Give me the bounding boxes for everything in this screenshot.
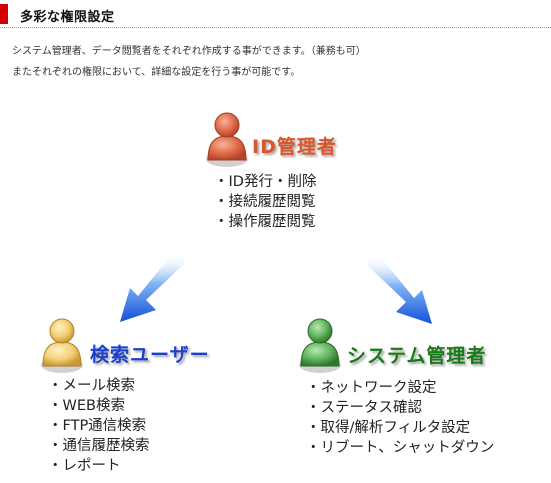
user-icon (41, 318, 83, 373)
list-item: メール検索 (48, 376, 150, 396)
role-title-system-admin: システム管理者 (347, 345, 487, 367)
list-item: WEB検索 (48, 396, 150, 416)
list-item: ネットワーク設定 (306, 378, 494, 398)
section-header: 多彩な権限設定 (0, 0, 551, 28)
list-item: 操作履歴閲覧 (214, 212, 316, 232)
description-line-2: またそれぞれの権限において、詳細な設定を行う事が可能です。 (12, 67, 301, 78)
user-icon (299, 318, 341, 373)
header-accent-bar (0, 4, 8, 24)
list-item: ID発行・削除 (214, 172, 317, 192)
section-title: 多彩な権限設定 (20, 10, 115, 25)
list-item: 通信履歴検索 (48, 436, 150, 456)
role-list-system-admin: ネットワーク設定 ステータス確認 取得/解析フィルタ設定 リブート、シャットダウ… (306, 378, 495, 458)
list-item: リブート、シャットダウン (306, 438, 495, 458)
list-item: FTP通信検索 (48, 416, 150, 436)
description-line-1: システム管理者、データ閲覧者をそれぞれ作成する事ができます。（兼務も可） (12, 46, 366, 57)
user-icon (206, 112, 248, 167)
role-list-search-user: メール検索 WEB検索 FTP通信検索 通信履歴検索 レポート (48, 376, 150, 476)
role-list-id-admin: ID発行・削除 接続履歴閲覧 操作履歴閲覧 (214, 172, 317, 232)
role-title-search-user: 検索ユーザー (90, 344, 210, 366)
list-item: 接続履歴閲覧 (214, 192, 316, 212)
arrow-down-right-icon (366, 254, 432, 324)
arrow-down-left-icon (120, 252, 186, 322)
role-title-id-admin: ID管理者 (252, 136, 337, 158)
list-item: ステータス確認 (306, 398, 494, 418)
list-item: 取得/解析フィルタ設定 (306, 418, 494, 438)
header-divider (0, 27, 551, 28)
list-item: レポート (48, 456, 150, 476)
